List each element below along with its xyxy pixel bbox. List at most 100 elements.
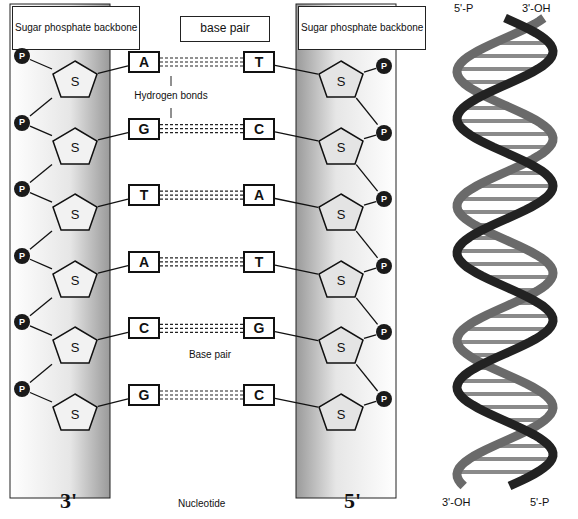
phosphate-circle: P [376,258,392,274]
backbone-link [275,398,318,407]
header-text: base pair [200,22,249,36]
helix-end: 5'-P [528,496,551,508]
sugar-letter: S [337,274,346,289]
phosphate-circle: P [14,115,30,131]
backbone-link [30,231,52,249]
backbone-link [30,364,52,382]
sugar-letter: S [337,141,346,156]
backbone-link [30,193,52,203]
backbone-link [30,59,52,69]
sugar-pentagon: S [52,127,98,165]
backbone-link [275,265,318,274]
sugar-pentagon: S [318,260,364,298]
sugar-pentagon: S [318,60,364,98]
sugar-pentagon: S [318,326,364,364]
sugar-pentagon: S [318,193,364,231]
phosphate-circle: P [376,58,392,74]
helix-rung [469,54,552,58]
hydrogen-bond [160,258,243,266]
sugar-letter: S [71,208,80,223]
base-letter: C [139,320,149,336]
backbone-panel [10,4,110,498]
base-letter: A [254,187,264,203]
backbone-link [364,268,376,272]
backbone-link [30,126,52,136]
sugar-pentagon: S [52,60,98,98]
phosphate-circle: P [376,125,392,141]
backbone-link [356,231,377,258]
base-box: G [243,317,275,339]
backbone-link [275,199,318,208]
base-letter: T [255,254,264,270]
helix-end: 3'-OH [440,496,472,508]
double-helix [457,18,553,486]
helix-rung [459,392,544,396]
hydrogen-bond [160,125,243,133]
base-letter: A [139,54,149,70]
base-letter: C [254,387,264,403]
phosphate-letter: P [381,327,387,337]
base-letter: G [139,387,150,403]
helix-end: 5'-P [452,2,475,14]
backbone-link [98,133,128,140]
backbone-link [30,298,52,316]
base-letter: T [140,187,149,203]
base-letter: A [139,254,149,270]
helix-rung [469,132,552,136]
leader-line [171,76,172,86]
sugar-letter: S [71,274,80,289]
sugar-pentagon: S [52,193,98,231]
backbone-link [98,266,128,273]
phosphate-letter: P [381,61,387,71]
hydrogen-bond [160,391,243,399]
backbone-link [30,326,52,336]
leader-line [171,108,172,118]
backbone-link [364,68,376,72]
phosphate-letter: P [381,194,387,204]
header-text: Sugar phosphate backbone [15,22,137,34]
helix-rung [469,457,552,461]
phosphate-circle: P [376,391,392,407]
sugar-pentagon: S [318,127,364,165]
phosphate-letter: P [19,384,25,394]
helix-rung [464,327,549,331]
helix-strand [457,18,553,486]
base-box: C [243,384,275,406]
base-box: T [243,251,275,273]
strand-end: 5' [344,488,361,514]
helix-rung [457,67,538,71]
base-letter: G [254,320,265,336]
backbone-panel [296,4,396,498]
callout-label: Nucleotide [178,498,225,509]
base-box: A [128,51,160,73]
backbone-link [364,335,376,339]
helix-end: 3'-OH [520,2,552,14]
base-letter: T [255,54,264,70]
backbone-link [98,399,128,406]
hydrogen-bond [160,191,243,199]
sugar-letter: S [337,408,346,423]
phosphate-circle: P [14,248,30,264]
base-box: G [128,384,160,406]
backbone-link [356,98,377,125]
backbone-link [356,298,377,325]
base-box: C [243,118,275,140]
hydrogen-bond [160,324,243,332]
backbone-link [275,65,318,74]
sugar-letter: S [337,208,346,223]
sugar-letter: S [71,341,80,356]
base-box: T [128,184,160,206]
backbone-link [356,364,377,391]
header-text: Sugar phosphate backbone [301,22,423,34]
backbone-link [98,66,128,73]
sugar-pentagon: S [52,260,98,298]
phosphate-letter: P [19,51,25,61]
base-box: A [243,184,275,206]
phosphate-circle: P [14,381,30,397]
sugar-pentagon: S [52,393,98,431]
backbone-link [30,165,52,183]
backbone-link [30,392,52,402]
phosphate-letter: P [19,117,25,127]
strand-end: 3' [60,488,77,514]
backbone-link [275,132,318,141]
